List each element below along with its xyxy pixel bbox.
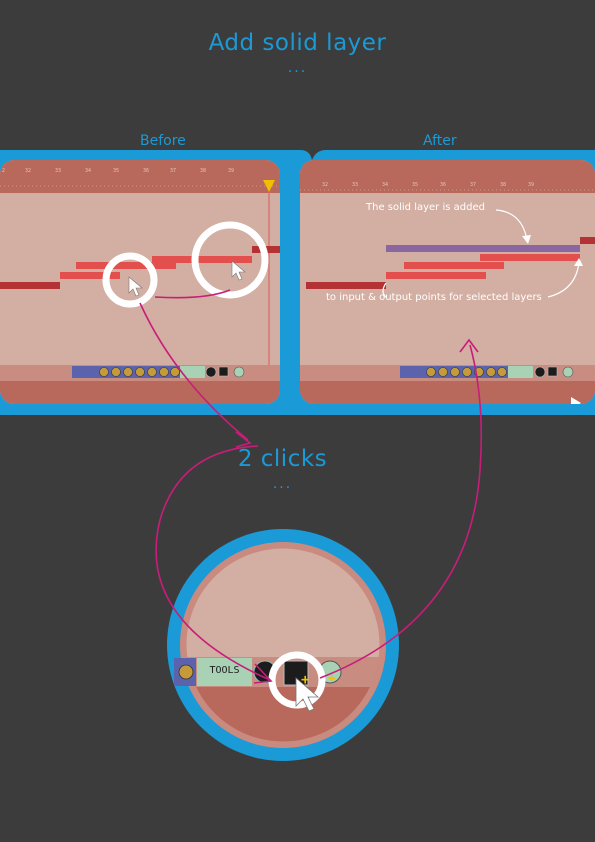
svg-text:33: 33 — [352, 182, 358, 188]
svg-text:38: 38 — [200, 168, 206, 174]
svg-text:2: 2 — [2, 168, 5, 174]
svg-text:34: 34 — [85, 168, 91, 174]
cursor-icon — [128, 276, 143, 297]
middle-title: 2 clicks — [237, 446, 328, 472]
svg-text:37: 37 — [470, 182, 476, 188]
timeline-ruler — [0, 160, 280, 193]
layer-bar — [580, 237, 595, 244]
click-indicator — [191, 221, 269, 299]
layer-bar — [306, 282, 386, 289]
layer-bar — [386, 272, 486, 279]
zoom-toolbar: + + — [174, 658, 342, 688]
flow-arrows — [139, 289, 483, 684]
svg-text:32: 32 — [25, 168, 31, 174]
annotation-points: to input & output points for selected la… — [326, 292, 542, 303]
annotation-solid-layer: The solid layer is added — [366, 202, 485, 213]
svg-text:32: 32 — [322, 182, 328, 188]
svg-text:35: 35 — [412, 182, 418, 188]
layer-bar — [404, 262, 504, 269]
page-title: Add solid layer — [208, 30, 387, 56]
svg-text:+: + — [301, 672, 309, 688]
timeline-ruler — [300, 160, 595, 193]
after-label: After — [423, 133, 457, 149]
svg-text:35: 35 — [113, 168, 119, 174]
after-panel: 32 33 34 35 36 37 38 39 — [300, 160, 595, 404]
svg-text:36: 36 — [143, 168, 149, 174]
svg-text:34: 34 — [382, 182, 388, 188]
svg-text:+: + — [328, 671, 335, 685]
before-panel: 2 32 33 34 35 36 37 38 39 — [0, 160, 280, 404]
playhead-icon — [263, 180, 275, 192]
after-toolbar — [400, 366, 574, 378]
svg-text:33: 33 — [55, 168, 61, 174]
svg-text:39: 39 — [528, 182, 534, 188]
solid-layer-bar — [386, 245, 580, 252]
cursor-icon — [295, 677, 320, 712]
layer-bar — [152, 256, 252, 263]
play-icon — [571, 397, 581, 404]
middle-ellipsis: ... — [272, 476, 293, 492]
svg-text:36: 36 — [440, 182, 446, 188]
svg-text:37: 37 — [170, 168, 176, 174]
click-indicator — [102, 252, 158, 308]
layer-bar — [60, 272, 120, 279]
svg-text:38: 38 — [500, 182, 506, 188]
layer-bar — [76, 262, 176, 269]
before-label: Before — [140, 133, 186, 149]
before-toolbar — [72, 366, 245, 378]
tools-label[interactable]: TOOLS — [209, 665, 240, 676]
svg-text:39: 39 — [228, 168, 234, 174]
cursor-icon — [231, 260, 246, 281]
layer-bar — [0, 282, 60, 289]
title-ellipsis: ... — [287, 60, 308, 76]
layer-bar — [480, 254, 580, 261]
